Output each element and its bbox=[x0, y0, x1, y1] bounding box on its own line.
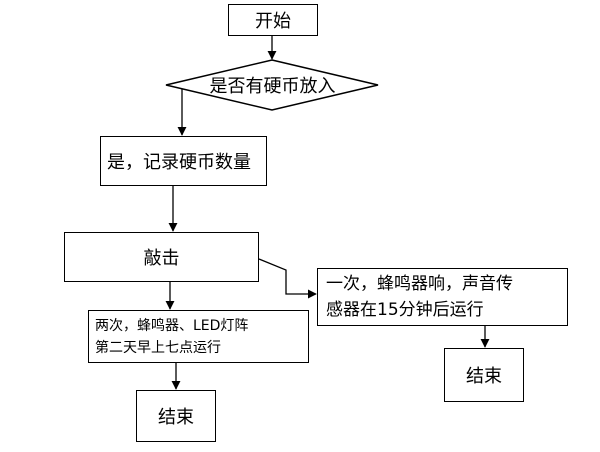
decision-label: 是否有硬币放入 bbox=[209, 76, 336, 97]
once-label-line2: 感器在15分钟后运行 bbox=[326, 300, 484, 320]
knock-node: 敲击 bbox=[64, 232, 259, 282]
twice-branch-node: 两次，蜂鸣器、LED灯阵 第二天早上七点运行 bbox=[88, 310, 309, 363]
twice-label-line1: 两次，蜂鸣器、LED灯阵 bbox=[95, 317, 249, 334]
once-branch-node: 一次，蜂鸣器响，声音传 感器在15分钟后运行 bbox=[317, 268, 568, 326]
twice-label-line2: 第二天早上七点运行 bbox=[95, 339, 221, 356]
knock-label: 敲击 bbox=[143, 248, 180, 269]
end-node-right: 结束 bbox=[444, 348, 524, 402]
once-label-line1: 一次，蜂鸣器响，声音传 bbox=[326, 274, 513, 294]
start-node: 开始 bbox=[228, 4, 318, 36]
end-node-left: 结束 bbox=[136, 390, 216, 442]
end-left-label: 结束 bbox=[158, 407, 194, 428]
arrow-knock-once bbox=[258, 258, 317, 299]
end-right-label: 结束 bbox=[466, 366, 502, 387]
start-label: 开始 bbox=[255, 11, 291, 32]
decision-diamond bbox=[165, 59, 379, 111]
record-coins-label: 是，记录硬币数量 bbox=[107, 152, 251, 173]
record-coins-node: 是，记录硬币数量 bbox=[100, 136, 267, 186]
